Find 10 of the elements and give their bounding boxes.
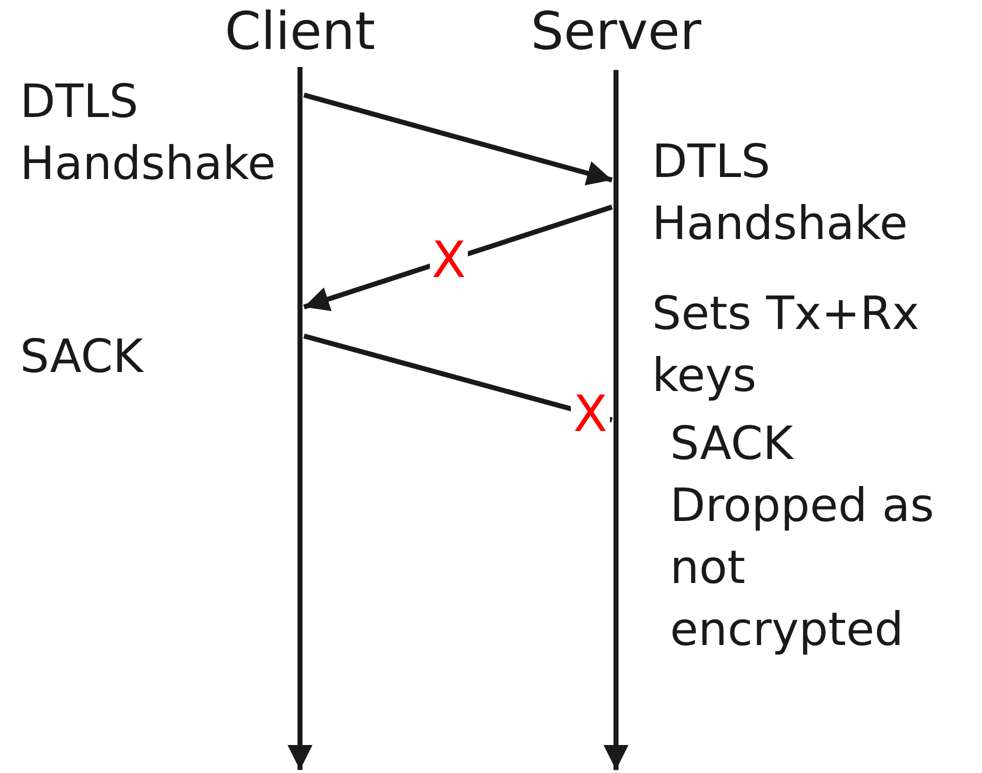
lifeline-header: Server — [530, 2, 702, 62]
message-arrow — [303, 334, 613, 426]
note-text: Sets Tx+Rx keys — [652, 285, 920, 404]
note-text: DTLS Handshake — [20, 73, 277, 192]
note-text: DTLS Handshake — [652, 133, 909, 252]
note-text: SACK Dropped as not encrypted — [670, 415, 936, 658]
note-text: SACK — [20, 328, 145, 385]
message-arrow — [303, 204, 613, 312]
lifeline-header: Client — [224, 2, 376, 62]
message-arrow — [303, 92, 613, 186]
